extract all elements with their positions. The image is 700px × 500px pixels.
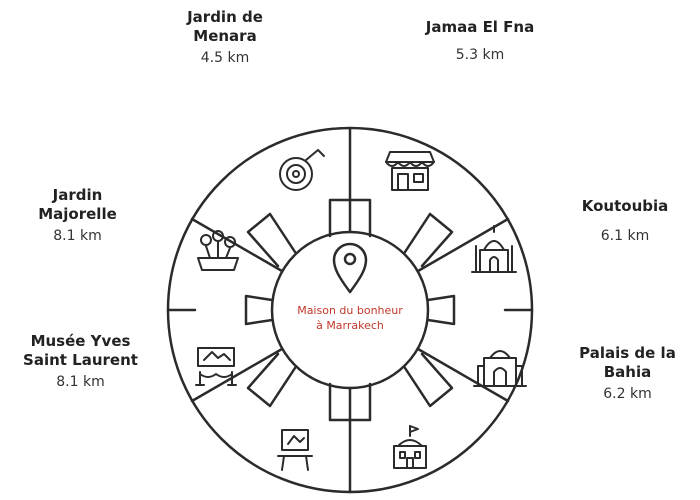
poi-name-line: Jamaa El Fna (425, 18, 535, 36)
poi-name-line: Palais de la (579, 344, 676, 362)
poi-distance: 8.1 km (56, 373, 105, 390)
center-label-line1: Maison du bonheur (297, 304, 403, 317)
poi-name-line: Saint Laurent (23, 350, 138, 369)
poi-distance: 4.5 km (200, 49, 250, 66)
poi-jardin-de-menara: Jardin de Menara 4.5 km (160, 8, 290, 67)
flower-pot-icon (197, 230, 239, 271)
map-pin-icon (332, 242, 368, 294)
garden-hose-icon (279, 149, 325, 191)
poi-distance: 8.1 km (53, 227, 102, 244)
market-stall-icon (385, 151, 435, 191)
easel-icon (277, 429, 313, 471)
poi-musee-yves-saint-laurent: Musée Yves Saint Laurent 8.1 km (8, 332, 153, 391)
poi-distance: 6.1 km (600, 227, 650, 244)
poi-jamaa-el-fna: Jamaa El Fna 5.3 km (395, 18, 565, 64)
museum-exhibit-icon (195, 347, 237, 386)
poi-distance: 6.2 km (603, 385, 652, 402)
ring-dividers (166, 126, 534, 494)
poi-jardin-majorelle: Jardin Majorelle 8.1 km (15, 186, 140, 245)
poi-name-line: Bahia (603, 362, 652, 381)
center-label-line2: à Marrakech (316, 318, 384, 332)
poi-palais-de-la-bahia: Palais de la Bahia 6.2 km (560, 344, 695, 403)
hub-tabs (244, 198, 456, 422)
poi-name-line: Jardin de (187, 8, 263, 26)
mosque-icon (471, 225, 517, 273)
poi-name-line: Menara (193, 26, 257, 45)
poi-koutoubia: Koutoubia 6.1 km (560, 197, 690, 245)
poi-name-line: Majorelle (38, 204, 117, 223)
poi-name-line: Jardin (52, 186, 103, 204)
poi-name-line: Musée Yves (30, 332, 131, 350)
poi-name-line: Koutoubia (581, 197, 669, 215)
palace-icon (473, 350, 527, 387)
center-label: Maison du bonheur à Marrakech (270, 304, 430, 334)
town-hall-icon (393, 425, 427, 469)
poi-distance: 5.3 km (455, 46, 505, 63)
